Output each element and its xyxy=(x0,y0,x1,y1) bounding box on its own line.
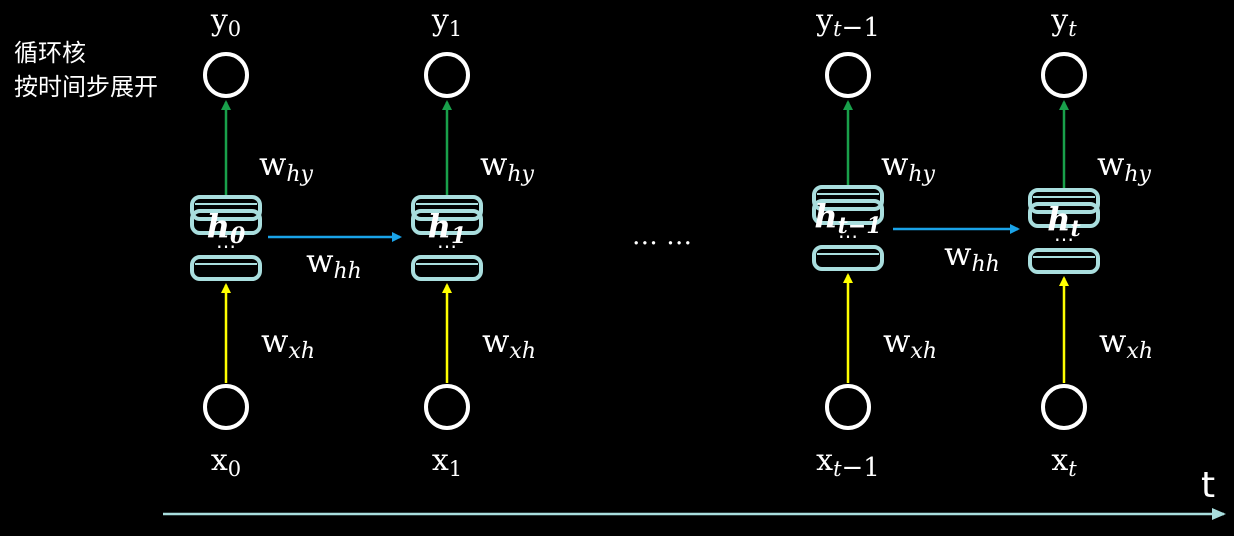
hidden-cell-dots: ⋯ xyxy=(838,224,858,248)
weight-label-why-0: why xyxy=(259,145,314,187)
input-node-x0 xyxy=(203,384,249,430)
weight-label-why-3: why xyxy=(1097,145,1152,187)
input-node-x1 xyxy=(424,384,470,430)
weight-label-wxh-3: wxh xyxy=(1099,322,1153,364)
caption-note: 循环核 按时间步展开 xyxy=(14,36,158,104)
hidden-cell-disc xyxy=(812,245,884,271)
weight-label-why-2: why xyxy=(881,145,936,187)
hidden-cell-disc xyxy=(1028,248,1100,274)
input-label-1: x1 xyxy=(432,443,462,481)
weight-label-wxh-1: wxh xyxy=(482,322,536,364)
weight-label-whh-1: whh xyxy=(944,235,1000,277)
weight-label-whh-0: whh xyxy=(306,242,362,284)
hidden-cell-disc xyxy=(190,209,262,235)
hidden-cell-disc xyxy=(411,209,483,235)
input-label-3: xt xyxy=(1051,443,1077,481)
input-label-2: xt−1 xyxy=(816,443,880,483)
output-label-3: yt xyxy=(1050,3,1077,41)
time-step-0: y0 x0 ⋯h0 why wxh xyxy=(190,3,315,481)
omitted-steps-ellipsis: … … xyxy=(632,221,692,251)
weight-label-wxh-0: wxh xyxy=(261,322,315,364)
output-label-2: yt−1 xyxy=(815,3,880,43)
output-label-1: y1 xyxy=(431,3,462,41)
weight-label-why-1: why xyxy=(480,145,535,187)
output-node-y2 xyxy=(825,52,871,98)
caption-line-1: 循环核 xyxy=(14,39,86,67)
hidden-state-label-1: h1 xyxy=(428,207,467,249)
hidden-cell-dots: ⋯ xyxy=(1054,227,1074,251)
hidden-cell-dots: ⋯ xyxy=(437,234,457,258)
hidden-state-label-3: ht xyxy=(1047,200,1080,242)
hidden-cell-disc xyxy=(190,255,262,281)
output-node-y3 xyxy=(1041,52,1087,98)
hidden-cell-disc xyxy=(1028,202,1100,228)
input-label-0: x0 xyxy=(211,443,241,481)
hidden-cell-disc xyxy=(411,255,483,281)
time-axis-label: t xyxy=(1201,465,1215,506)
weight-label-wxh-2: wxh xyxy=(883,322,937,364)
input-node-x3 xyxy=(1041,384,1087,430)
caption-line-2: 按时间步展开 xyxy=(14,73,158,101)
output-label-0: y0 xyxy=(210,3,241,41)
output-node-y1 xyxy=(424,52,470,98)
hidden-state-label-0: h0 xyxy=(207,207,246,249)
input-node-x2 xyxy=(825,384,871,430)
hidden-state-label-2: ht−1 xyxy=(814,197,881,239)
output-node-y0 xyxy=(203,52,249,98)
time-step-1: y1 x1 ⋯h1 why wxh xyxy=(411,3,536,481)
hidden-cell-dots: ⋯ xyxy=(216,234,236,258)
hidden-cell-disc xyxy=(812,199,884,225)
